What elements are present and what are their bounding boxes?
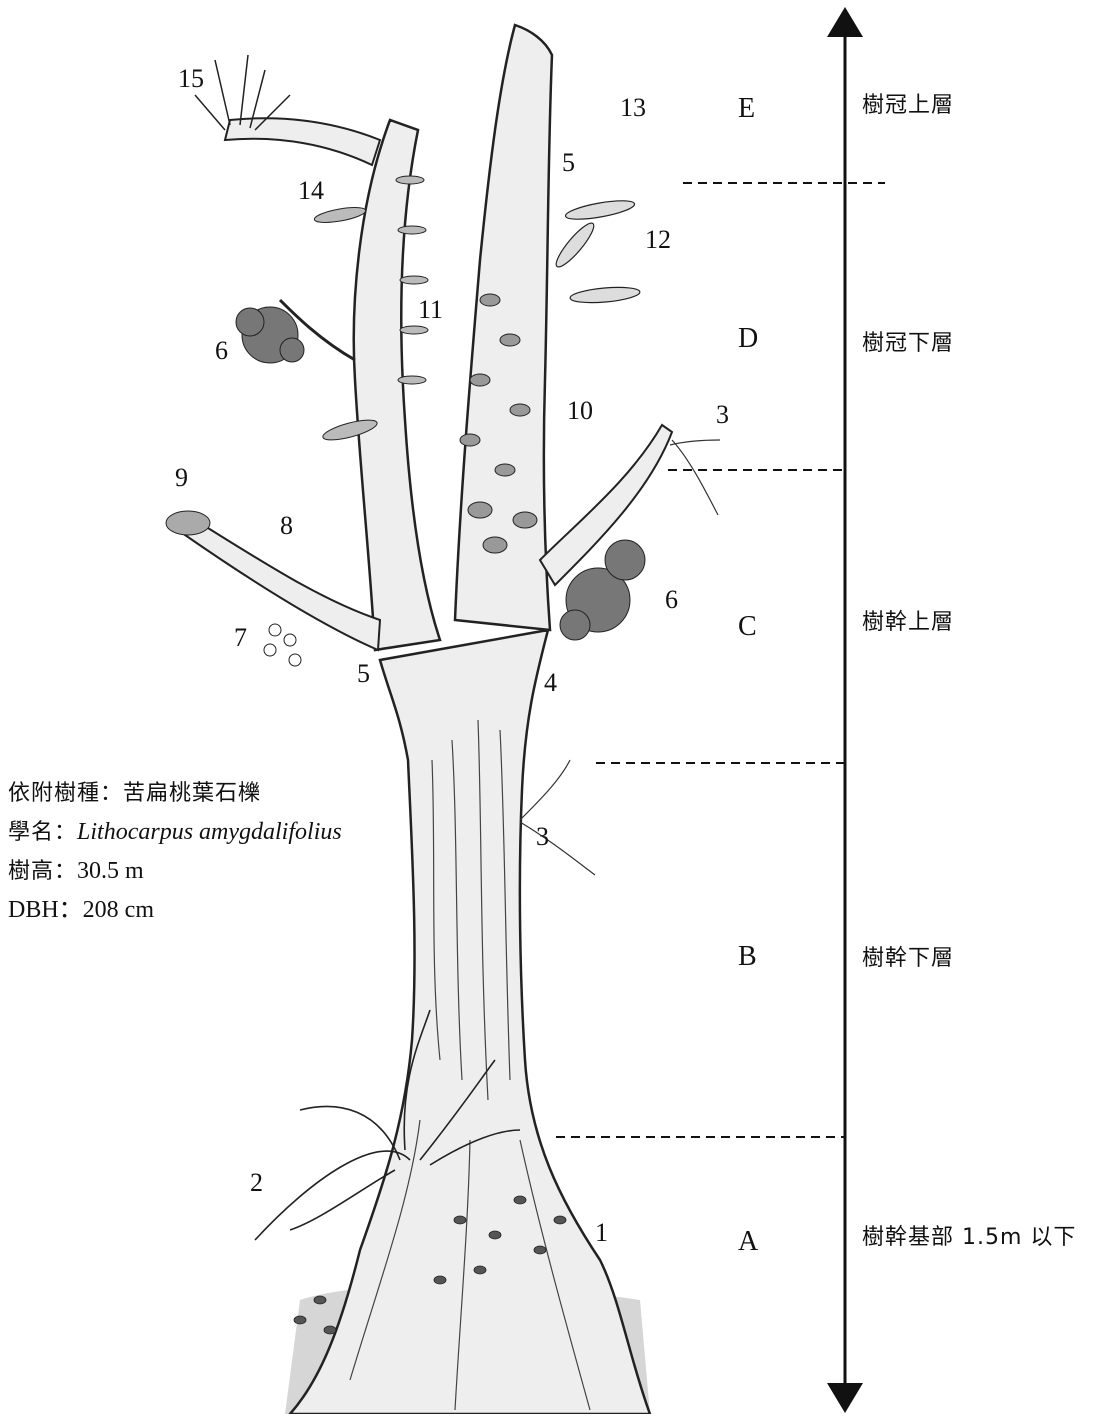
label-10: 10: [567, 398, 593, 424]
host-tree-info: 依附樹種：苦扁桃葉石櫟 學名：Lithocarpus amygdalifoliu…: [8, 775, 342, 930]
tree-height-key: 樹高：: [8, 859, 77, 884]
label-13: 13: [620, 95, 646, 121]
host-species-row: 依附樹種：苦扁桃葉石櫟: [8, 775, 342, 813]
layer-lower-trunk: 樹幹下層: [862, 948, 954, 970]
zone-a: A: [738, 1228, 758, 1256]
dbh-row: DBH：208 cm: [8, 891, 342, 930]
label-8: 8: [280, 513, 293, 539]
layer-lower-canopy: 樹冠下層: [862, 333, 954, 355]
label-6-left: 6: [215, 338, 228, 364]
layer-upper-trunk: 樹幹上層: [862, 612, 954, 634]
left-leader-branch: [354, 120, 440, 650]
scientific-name-row: 學名：Lithocarpus amygdalifolius: [8, 813, 342, 852]
label-5-lower: 5: [357, 661, 370, 687]
label-2: 2: [250, 1170, 263, 1196]
tree-height-row: 樹高：30.5 m: [8, 852, 342, 891]
label-5-top: 5: [562, 150, 575, 176]
label-6-right: 6: [665, 587, 678, 613]
scientific-name-key: 學名：: [8, 820, 77, 845]
label-1: 1: [595, 1220, 608, 1246]
zone-c: C: [738, 613, 757, 641]
label-11: 11: [418, 297, 443, 323]
left-upper-branch: [225, 118, 380, 165]
layer-upper-canopy: 樹冠上層: [862, 95, 954, 117]
label-7: 7: [234, 625, 247, 651]
host-species-key: 依附樹種：: [8, 781, 123, 806]
zone-e: E: [738, 95, 755, 123]
zone-d: D: [738, 325, 758, 353]
long-leaves-right: [552, 197, 641, 305]
scientific-name-value: Lithocarpus amygdalifolius: [77, 819, 342, 845]
label-9: 9: [175, 465, 188, 491]
dbh-value: 208 cm: [83, 897, 154, 923]
label-15: 15: [178, 66, 204, 92]
zone-b: B: [738, 943, 757, 971]
label-14: 14: [298, 178, 324, 204]
label-12: 12: [645, 227, 671, 253]
moss-blob: [166, 511, 210, 535]
flower-cluster: [264, 624, 301, 666]
label-4: 4: [544, 670, 557, 696]
tree-height-value: 30.5 m: [77, 858, 144, 884]
layer-trunk-base: 樹幹基部 1.5m 以下: [862, 1227, 1076, 1249]
label-3-lower: 3: [536, 824, 549, 850]
dbh-key: DBH：: [8, 897, 83, 923]
label-3-upper: 3: [716, 402, 729, 428]
host-species-value: 苦扁桃葉石櫟: [123, 781, 261, 806]
layer-separators: [556, 183, 885, 1137]
